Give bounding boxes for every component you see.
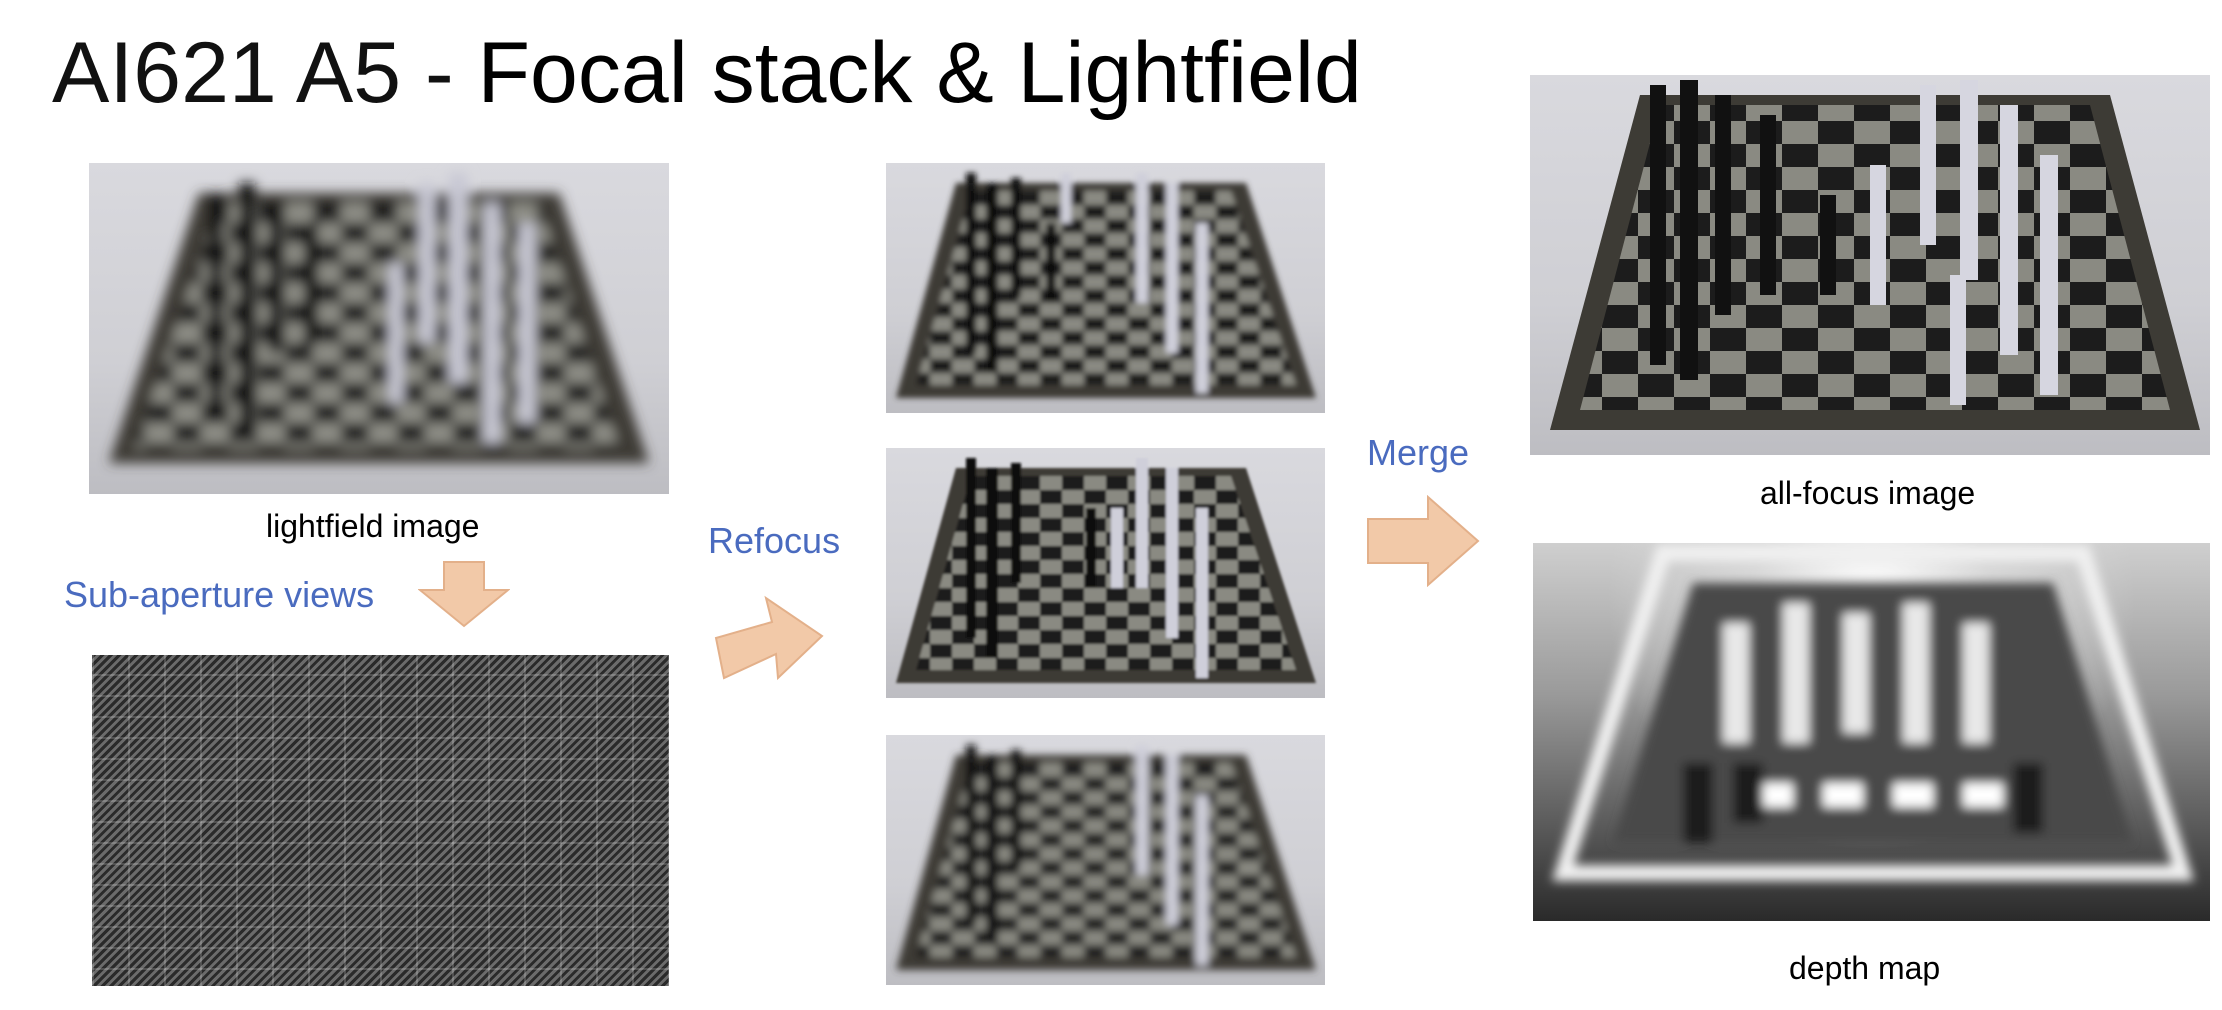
sub-aperture-views-label: Sub-aperture views: [64, 574, 375, 615]
depth-map-image: [1533, 543, 2210, 921]
all-focus-image-caption: all-focus image: [1760, 475, 1976, 511]
arrow-diagonal-icon: [712, 592, 826, 682]
focal-stack-image-2: [886, 448, 1325, 698]
refocus-label: Refocus: [708, 520, 841, 561]
merge-label: Merge: [1367, 432, 1470, 473]
focal-stack-image-3: [886, 735, 1325, 985]
depth-map-caption: depth map: [1789, 950, 1941, 986]
lightfield-image: [89, 163, 669, 494]
arrow-down-icon: [418, 560, 510, 628]
title-main: Focal stack & Lightfield: [477, 25, 1362, 121]
sub-aperture-views-grid: [92, 655, 669, 986]
all-focus-image: [1530, 75, 2210, 455]
lightfield-image-caption: lightfield image: [266, 508, 480, 544]
title-prefix: AI621 A5 -: [52, 25, 478, 121]
slide-title: AI621 A5 - Focal stack & Lightfield: [52, 30, 1362, 116]
arrow-right-icon: [1366, 495, 1480, 587]
focal-stack-image-1: [886, 163, 1325, 413]
